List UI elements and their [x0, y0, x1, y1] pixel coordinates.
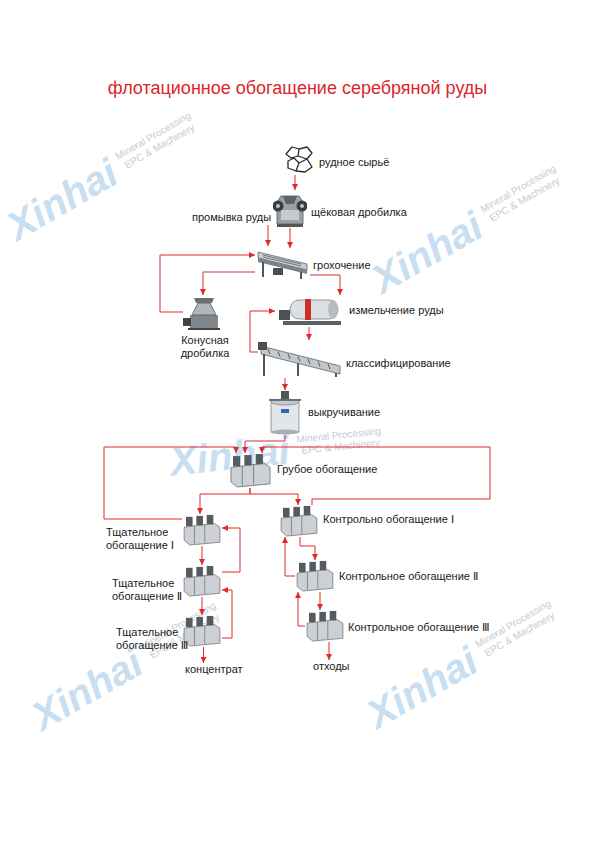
flow-arrow [298, 592, 305, 626]
connector-group [104, 175, 490, 663]
stage-label: щёковая дробилка [311, 206, 407, 219]
stage-label: Контрольно обогащение Ⅰ [323, 513, 454, 526]
flow-arrow [320, 592, 321, 610]
stage-label: рудное сырьё [319, 156, 389, 169]
stage-label: классифицирование [346, 357, 451, 370]
process-stage: классифицирование [258, 340, 343, 378]
stage-label: Контрольное обогащение Ⅱ [339, 570, 478, 583]
process-stage: рудное сырьё [283, 143, 315, 175]
process-stage: Тщательное обогащение Ⅲ [182, 615, 222, 647]
process-stage: выкручивание [265, 390, 305, 435]
process-stage: Грубое обогащение [228, 453, 273, 488]
flotation-cell-icon [307, 611, 343, 641]
process-stage: отходы [313, 660, 353, 674]
ore-icon [286, 147, 312, 172]
ball-mill-icon [279, 299, 341, 325]
watermark-logo: Xinhai [168, 429, 292, 481]
flow-arrow [160, 255, 255, 312]
flow-arrow [309, 327, 310, 340]
flow-arrow [329, 642, 330, 660]
flow-arrow [250, 488, 298, 505]
flow-arrow [202, 597, 203, 615]
stage-label: отходы [313, 660, 350, 673]
flow-arrow [222, 528, 240, 572]
process-stage: грохочение [255, 248, 310, 280]
flow-note: промывка руды [192, 212, 271, 223]
flow-arrow [290, 228, 291, 248]
stage-label: выкручивание [308, 406, 380, 419]
process-stage: Контрольно обогащение Ⅰ [278, 505, 320, 537]
jaw-crusher-icon [273, 196, 308, 227]
flotation-cell-icon [281, 506, 317, 536]
process-stage: щёковая дробилка [273, 190, 307, 228]
process-stage: Тщательное обогащение Ⅱ [182, 565, 222, 597]
stage-label: измельчение руды [349, 304, 444, 317]
flow-arrow [300, 537, 315, 560]
flow-arrow [310, 275, 340, 295]
process-stage: Контрольное обогащение Ⅱ [295, 560, 335, 592]
screen-icon [258, 252, 307, 279]
flotation-cell-icon [184, 616, 220, 646]
flow-arrow [203, 647, 204, 663]
stage-label: концентрат [185, 663, 243, 676]
classifier-icon [258, 342, 340, 377]
flow-arrow [262, 447, 490, 505]
watermark-logo: Xinhai [360, 640, 484, 735]
watermark-logo: Xinhai [365, 205, 489, 300]
flow-arrow [245, 435, 285, 453]
flotation-cell-icon [184, 515, 220, 545]
flotation-cell-icon [231, 454, 270, 487]
stage-label: Конусная дробилка [173, 334, 237, 360]
stage-label: грохочение [313, 259, 371, 272]
flow-arrow [285, 378, 286, 390]
process-stage: концентрат [185, 663, 245, 677]
flow-arrow [200, 488, 250, 514]
watermark-logo: Xinhai [0, 152, 124, 247]
process-stage: Контрольное обогащение Ⅲ [305, 610, 345, 642]
process-stage: измельчение руды [275, 295, 345, 327]
flotation-cell-icon [184, 566, 220, 596]
diagram-title: флотационное обогащение серебряной руды [0, 77, 595, 99]
flow-arrow [104, 447, 236, 519]
water-arrow [268, 225, 269, 246]
flow-arrow [202, 546, 203, 565]
watermark-logo: Xinhai [25, 642, 149, 737]
stage-label: Тщательное обогащение Ⅰ [106, 526, 180, 552]
process-stage: Конусная дробилка [183, 295, 223, 330]
flow-arrow [285, 537, 295, 576]
stage-label: Тщательное обогащение Ⅱ [112, 577, 186, 603]
agitation-tank-icon [269, 391, 301, 435]
stage-label: Тщательное обогащение Ⅲ [116, 626, 190, 652]
flow-arrow [222, 590, 232, 638]
flow-arrow [295, 175, 296, 190]
flow-arrow [250, 311, 275, 352]
stage-label: Контрольное обогащение Ⅲ [348, 621, 490, 634]
flotation-cell-icon [297, 561, 333, 591]
flow-arrow [203, 272, 255, 295]
stage-label: Грубое обогащение [277, 463, 377, 476]
process-stage: Тщательное обогащение Ⅰ [182, 514, 222, 546]
cone-crusher-icon [183, 298, 220, 330]
